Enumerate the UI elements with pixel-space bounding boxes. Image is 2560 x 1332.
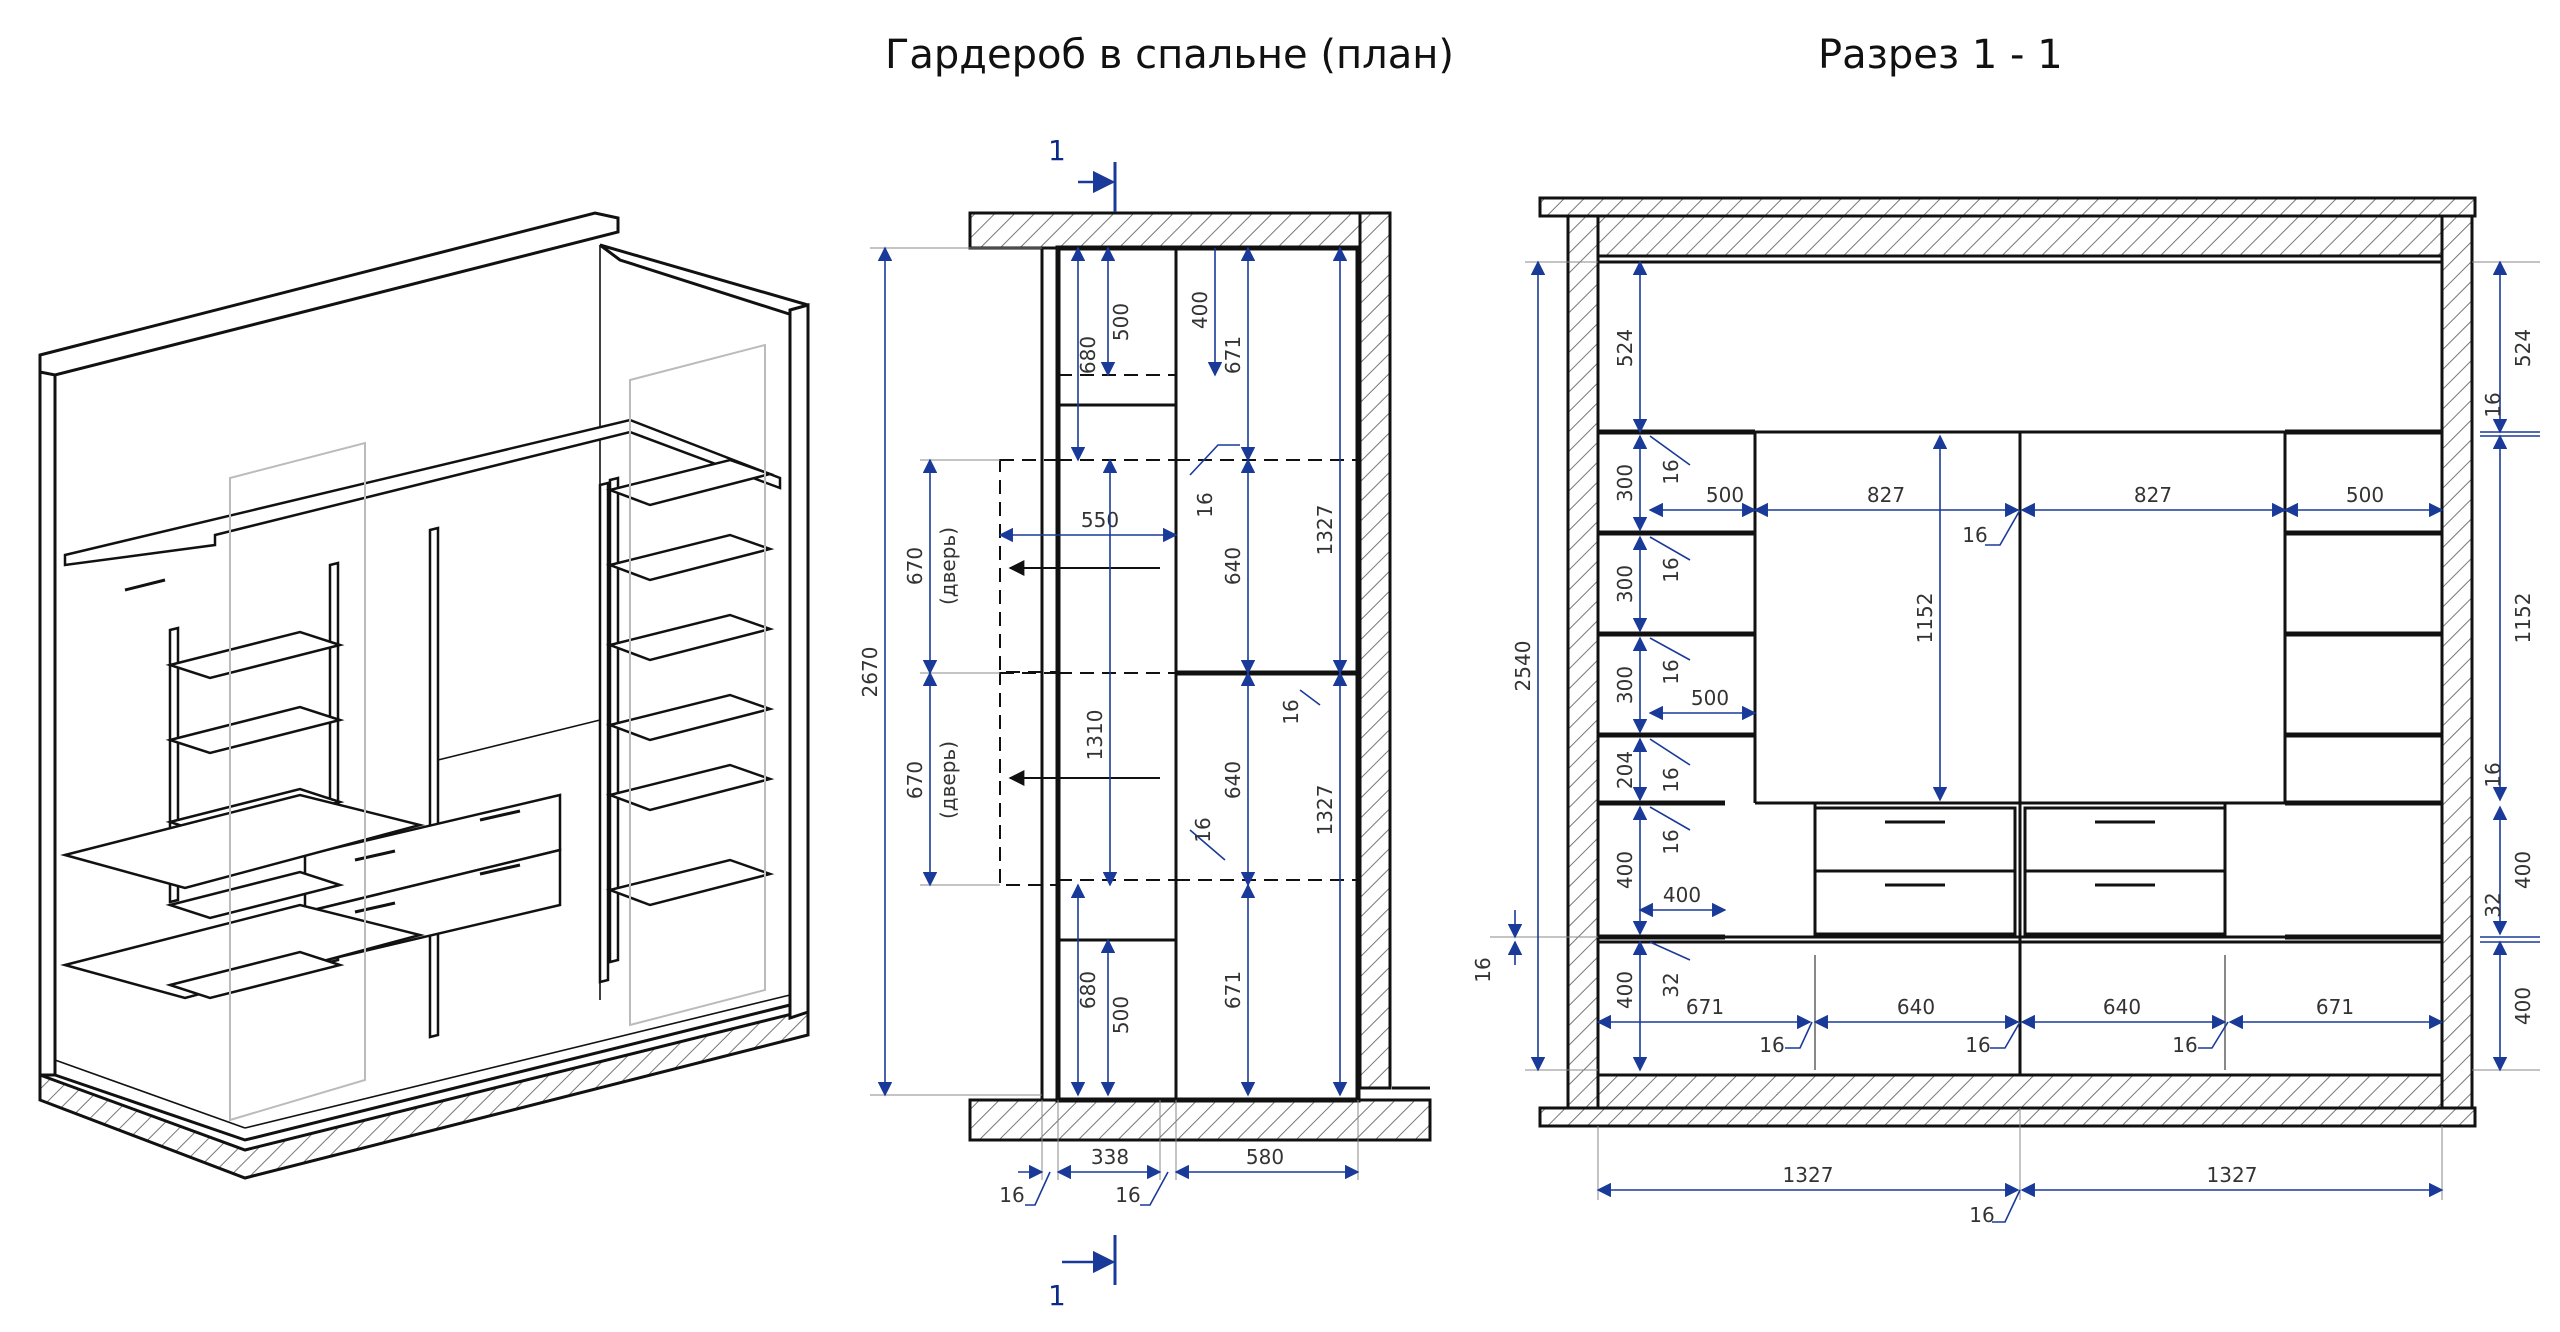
section-dim-640-right: 640 — [2103, 995, 2141, 1019]
plan-door-note-bottom: (дверь) — [936, 741, 960, 819]
section-plinth — [1596, 1073, 2444, 1110]
plan-view: 1 1 2670 670 (дверь) 670 (дверь) 680 500… — [858, 134, 1432, 1312]
section-dim-500-top-right: 500 — [2346, 483, 2384, 507]
plan-dim-580: 580 — [1246, 1145, 1284, 1169]
section-dim-16-l1: 16 — [1659, 459, 1683, 484]
plan-dim-16-c: 16 — [1191, 817, 1215, 842]
section-top-panel — [1596, 214, 2444, 258]
section-dim-671-left: 671 — [1686, 995, 1724, 1019]
section-dim-1327-left: 1327 — [1783, 1163, 1834, 1187]
section-dim-16-b2: 16 — [1965, 1033, 1990, 1057]
section-dim-1152-right: 1152 — [2511, 593, 2535, 644]
section-dim-400-b: 400 — [1613, 971, 1637, 1009]
plan-wall-top — [968, 211, 1392, 250]
section-dim-524-left: 524 — [1613, 329, 1637, 367]
iso-top-rim — [38, 211, 620, 377]
section-drawer-3 — [2023, 806, 2227, 873]
plan-dim-550: 550 — [1081, 508, 1119, 532]
iso-left-shelves — [60, 630, 425, 1000]
section-drawer-2 — [1813, 869, 2017, 936]
plan-dim-2670: 2670 — [858, 647, 882, 698]
plan-wall-bottom — [968, 1098, 1432, 1142]
section-dim-204: 204 — [1613, 751, 1637, 789]
section-marker-top-label: 1 — [1048, 134, 1066, 167]
iso-door-left — [229, 441, 366, 1122]
plan-dim-671-lower: 671 — [1221, 971, 1245, 1009]
plan-dim-1327-bottom: 1327 — [1313, 785, 1337, 836]
section-dim-400-a: 400 — [1613, 851, 1637, 889]
section-dim-16-l2: 16 — [1659, 557, 1683, 582]
section-dim-32-right: 32 — [2481, 892, 2505, 917]
plan-dim-400-upper: 400 — [1188, 291, 1212, 329]
plan-dim-680-upper: 680 — [1076, 336, 1100, 374]
iso-door-right — [629, 343, 766, 1027]
section-marker-top: 1 — [1048, 134, 1117, 212]
plan-dim-1327-top: 1327 — [1313, 505, 1337, 556]
section-dim-16-r-b: 16 — [2481, 762, 2505, 787]
section-dim-16-b1: 16 — [1759, 1033, 1784, 1057]
section-dim-16-b3: 16 — [2172, 1033, 2197, 1057]
plan-wall-right — [1358, 211, 1392, 1090]
section-dim-300-2: 300 — [1613, 565, 1637, 603]
section-dim-671-right: 671 — [2316, 995, 2354, 1019]
plan-dim-16-a: 16 — [1193, 492, 1217, 517]
plan-dim-670-top: 670 — [903, 547, 927, 585]
section-dim-1152-center: 1152 — [1913, 593, 1937, 644]
plan-title: Гардероб в спальне (план) — [885, 32, 1454, 78]
section-dim-16-l5: 16 — [1659, 829, 1683, 854]
section-floor — [1538, 1106, 2477, 1128]
iso-right-shelves — [605, 458, 775, 907]
iso-floor-slab — [38, 1008, 810, 1180]
plan-door-note-top: (дверь) — [936, 527, 960, 605]
section-dim-16-r-a: 16 — [2481, 392, 2505, 417]
plan-dim-680-lower: 680 — [1076, 971, 1100, 1009]
section-dim-827-right: 827 — [2134, 483, 2172, 507]
section-dim-16-outer: 16 — [1471, 957, 1495, 982]
section-title: Разрез 1 - 1 — [1818, 32, 2063, 78]
plan-dim-671-upper: 671 — [1221, 336, 1245, 374]
plan-dim-338: 338 — [1091, 1145, 1129, 1169]
plan-door-top — [999, 459, 1059, 673]
section-shelves — [1598, 429, 2442, 940]
section-dim-16-l4: 16 — [1659, 767, 1683, 792]
section-dim-16-center-bottom: 16 — [1969, 1203, 1994, 1227]
plan-dim-16-bottom-left: 16 — [999, 1183, 1024, 1207]
section-dim-300-1: 300 — [1613, 464, 1637, 502]
iso-left-wall — [38, 358, 57, 1077]
isometric-view — [38, 211, 810, 1180]
iso-right-wall — [788, 303, 810, 1021]
section-dim-500-mid: 500 — [1691, 686, 1729, 710]
section-right-wall — [2440, 214, 2474, 1110]
section-dim-400-left: 400 — [1663, 883, 1701, 907]
plan-dim-640-top: 640 — [1221, 547, 1245, 585]
plan-dim-16-bottom-mid: 16 — [1115, 1183, 1140, 1207]
section-view: 2540 524 300 300 300 204 400 400 16 16 1… — [1471, 196, 2540, 1227]
section-dim-640-left: 640 — [1897, 995, 1935, 1019]
section-left-wall — [1566, 214, 1600, 1110]
section-dim-16-l3: 16 — [1659, 659, 1683, 684]
section-dim-300-3: 300 — [1613, 666, 1637, 704]
plan-dim-670-bottom: 670 — [903, 761, 927, 799]
section-ceiling — [1538, 196, 2477, 218]
section-marker-bottom: 1 — [1048, 1235, 1117, 1312]
section-dim-32-left: 32 — [1659, 972, 1683, 997]
section-dim-400-r-a: 400 — [2511, 851, 2535, 889]
section-dim-400-r-b: 400 — [2511, 987, 2535, 1025]
section-dim-827-left: 827 — [1867, 483, 1905, 507]
plan-dim-640-bottom: 640 — [1221, 761, 1245, 799]
section-dim-524-right: 524 — [2511, 329, 2535, 367]
section-marker-bottom-label: 1 — [1048, 1279, 1066, 1312]
plan-dim-500-upper: 500 — [1109, 303, 1133, 341]
plan-dim-1310: 1310 — [1083, 710, 1107, 761]
section-dim-2540: 2540 — [1511, 641, 1535, 692]
section-drawer-4 — [2023, 869, 2227, 936]
section-drawer-1 — [1813, 806, 2017, 873]
plan-dim-500-lower: 500 — [1109, 996, 1133, 1034]
plan-dim-16-b: 16 — [1279, 699, 1303, 724]
section-dim-1327-right: 1327 — [2207, 1163, 2258, 1187]
section-dim-16-center-top: 16 — [1962, 523, 1987, 547]
section-dim-500-top-left: 500 — [1706, 483, 1744, 507]
